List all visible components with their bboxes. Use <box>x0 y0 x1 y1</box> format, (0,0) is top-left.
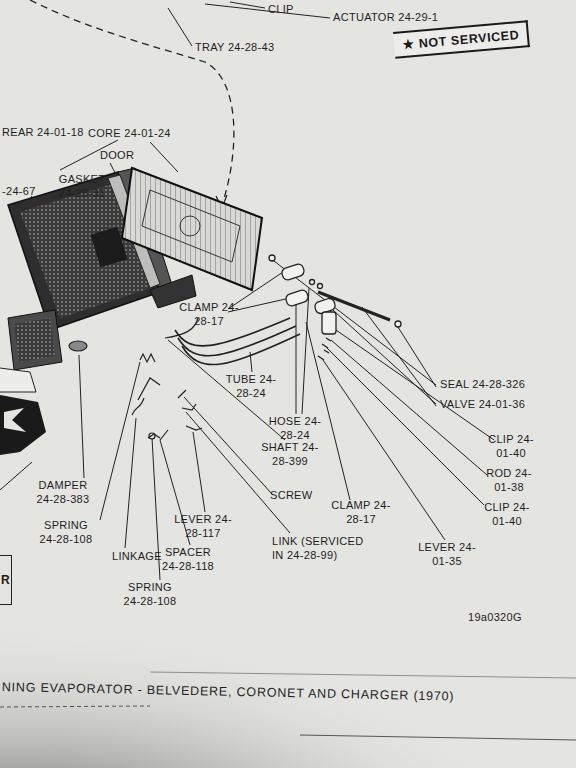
part-label: VALVE 24-01-36 <box>440 397 525 411</box>
part-label: ACTUATOR 24-29-1 <box>333 10 438 24</box>
part-label: CORE 24-01-24 <box>88 126 171 140</box>
part-label: LINK (SERVICED IN 24-28-99) <box>272 534 370 562</box>
part-label: CLIP 24-01-40 <box>476 500 538 528</box>
part-label: ROD 24-01-38 <box>478 466 540 494</box>
part-label: CLIP <box>268 2 294 16</box>
part-label: TUBE 24-28-24 <box>220 372 282 400</box>
box-text: R <box>1 573 10 587</box>
part-label: SPRING 24-28-108 <box>118 580 182 608</box>
figure-number: 19a0320G <box>468 610 522 624</box>
hoses-valve <box>269 255 401 360</box>
side-panels <box>0 310 62 455</box>
part-label: CLIP 24-01-40 <box>480 432 542 460</box>
part-label: DAMPER 24-28-383 <box>30 478 96 506</box>
part-label: GASKET 24-28-31 <box>50 172 114 200</box>
edge-box: R <box>0 555 12 605</box>
tube <box>175 318 300 365</box>
evaporator-core <box>122 168 262 290</box>
leader-lines <box>0 2 494 580</box>
part-label: TRAY 24-28-43 <box>195 40 274 54</box>
part-label: DOOR <box>100 148 134 162</box>
photo-shadow <box>0 580 480 768</box>
box-text: ★ NOT SERVICED <box>402 27 520 52</box>
part-label: SEAL 24-28-326 <box>440 377 525 391</box>
part-label: LEVER 24-01-35 <box>416 540 478 568</box>
linkage-parts <box>69 318 202 440</box>
part-label: SCREW <box>270 488 312 502</box>
part-label: SPRING 24-28-108 <box>34 518 98 546</box>
part-label: HOSE 24-28-24 <box>264 414 326 442</box>
part-label: -24-67 <box>2 184 36 198</box>
part-label: SHAFT 24-28-399 <box>258 440 322 468</box>
part-label: LINKAGE <box>112 549 162 563</box>
part-label: LEVER 24-28-117 <box>170 512 236 540</box>
part-label: REAR 24-01-18 <box>2 125 84 139</box>
stamp-box: ★ NOT SERVICED <box>393 20 530 59</box>
part-label: CLAMP 24-28-17 <box>330 498 392 526</box>
part-label: CLAMP 24-28-17 <box>178 300 240 328</box>
part-label: SPACER 24-28-118 <box>156 545 220 573</box>
